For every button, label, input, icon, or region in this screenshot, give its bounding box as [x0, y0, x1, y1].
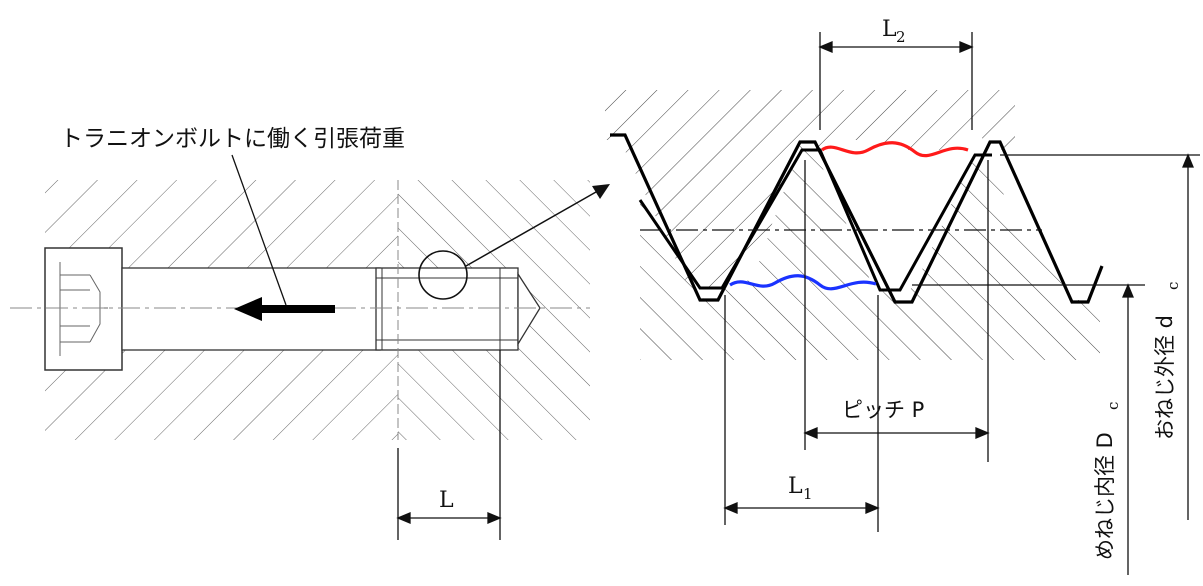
bolt-thread-section [375, 267, 519, 351]
dimension-pitch [803, 160, 990, 462]
label-inner-diameter: めねじ内径 D c [1093, 402, 1122, 560]
male-thread-profile [610, 133, 1104, 304]
label-outer-diameter: おねじ外径 d c [1153, 282, 1182, 440]
dimension-L1 [723, 295, 880, 532]
svg-text:c: c [1164, 282, 1182, 290]
detail-arrow [465, 184, 610, 267]
hex-socket [59, 262, 108, 356]
detail-circle [418, 250, 468, 300]
svg-text:2: 2 [896, 28, 906, 46]
outer-diameter-dimension [1000, 153, 1200, 520]
bolt-head [44, 247, 123, 371]
female-thread-profile [638, 148, 992, 292]
svg-text:L: L [882, 17, 897, 42]
load-label: トラニオンボルトに働く引張荷重 [60, 126, 405, 152]
upper-shear-curve [821, 141, 969, 158]
load-arrow [234, 297, 335, 321]
label-L1: L 1 [788, 474, 813, 503]
bolt-hole-tip [517, 271, 541, 347]
svg-text:L: L [788, 474, 803, 499]
label-L2: L 2 [882, 17, 906, 46]
load-leader-line [231, 154, 287, 306]
bolt-assembly [10, 154, 610, 540]
label-L: L [439, 488, 454, 513]
lower-shear-curve [729, 274, 877, 291]
svg-text:おねじ外径 d: おねじ外径 d [1153, 315, 1177, 440]
svg-text:めねじ内径 D: めねじ内径 D [1093, 432, 1117, 560]
dimension-L [396, 350, 502, 540]
dimension-L2 [818, 32, 974, 130]
svg-text:c: c [1104, 402, 1122, 410]
svg-text:1: 1 [803, 485, 813, 503]
label-pitch: ピッチ P [842, 398, 924, 422]
inner-diameter-dimension [912, 283, 1145, 575]
